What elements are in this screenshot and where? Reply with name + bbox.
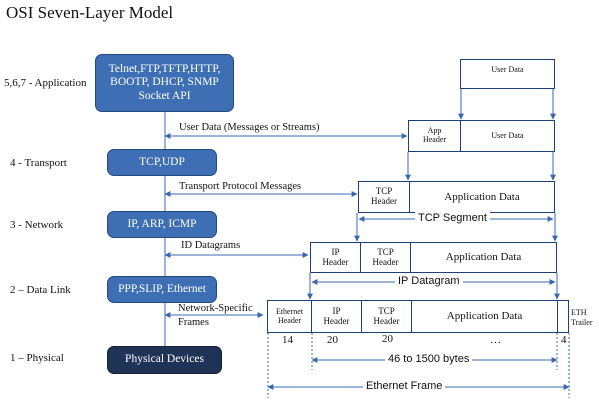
byte-count-ellipsis: … (490, 334, 501, 346)
network-application-data-cell: Application Data (410, 242, 557, 273)
network-ip-header-cell: IP Header (310, 242, 361, 273)
byte-count-trailer: 4 (561, 334, 567, 346)
frame-application-data-cell: Application Data (411, 300, 558, 333)
protocol-box-transport: TCP,UDP (107, 149, 217, 176)
layer-label-network: 3 - Network (10, 219, 64, 231)
ip-datagram-label: IP Datagram (395, 275, 463, 287)
message-label-datalink-1: Network-Specific (178, 303, 253, 314)
eth-trailer-label: ETH Trailer (571, 308, 593, 328)
message-label-app: User Data (Messages or Streams) (179, 122, 320, 133)
layer-label-application: 5,6,7 - Application (4, 77, 87, 89)
app-header-cell: App Header (408, 120, 461, 152)
protocol-box-network: IP, ARP, ICMP (107, 211, 217, 238)
layer-label-transport: 4 - Transport (10, 157, 67, 169)
payload-size-label: 46 to 1500 bytes (385, 353, 473, 365)
transport-tcp-header-cell: TCP Header (358, 181, 410, 213)
transport-application-data-cell: Application Data (409, 181, 555, 213)
message-label-transport: Transport Protocol Messages (179, 181, 302, 192)
byte-count-ip-header: 20 (327, 334, 338, 346)
byte-count-tcp-header: 20 (382, 333, 393, 345)
diagram-title: OSI Seven-Layer Model (6, 3, 174, 22)
layer-label-physical: 1 – Physical (10, 352, 64, 364)
frame-ethernet-header-cell: Ethernet Header (267, 300, 312, 333)
frame-tcp-header-cell: TCP Header (361, 300, 412, 333)
user-data-cell: User Data (460, 120, 555, 152)
user-data-top-box: User Data (460, 59, 555, 89)
frame-ip-header-cell: IP Header (311, 300, 362, 333)
message-label-datalink-2: Frames (178, 317, 209, 328)
message-label-network: ID Datagrams (181, 240, 241, 251)
layer-label-datalink: 2 – Data Link (10, 284, 71, 296)
tcp-segment-label: TCP Segment (415, 212, 490, 224)
ethernet-frame-label: Ethernet Frame (363, 380, 446, 392)
protocol-box-physical: Physical Devices (107, 346, 222, 374)
frame-trailer-cell (557, 300, 569, 333)
byte-count-ethernet-header: 14 (282, 334, 293, 346)
protocol-box-datalink: PPP,SLIP, Ethernet (107, 276, 217, 303)
network-tcp-header-cell: TCP Header (360, 242, 411, 273)
protocol-box-application: Telnet,FTP,TFTP,HTTP, BOOTP, DHCP, SNMP … (95, 54, 234, 112)
